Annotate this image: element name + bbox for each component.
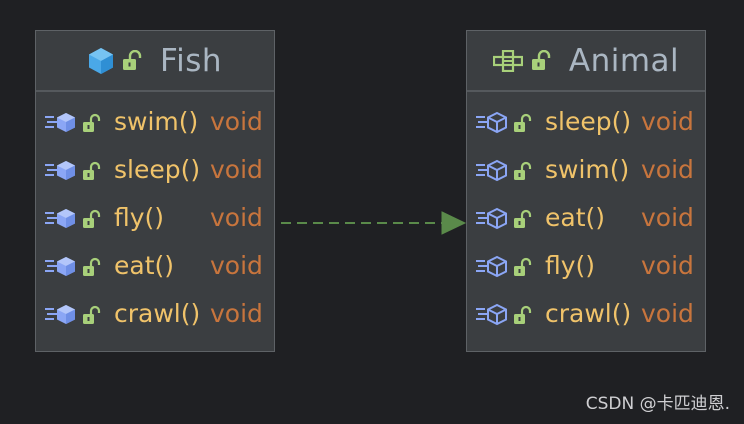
method-name: swim()	[114, 107, 199, 136]
abstract-method-icon	[476, 303, 532, 326]
fish-method-list: swim() void sleep() void fly() void eat(…	[36, 92, 274, 339]
fish-method-row[interactable]: eat() void	[36, 243, 274, 291]
method-icon	[45, 305, 101, 324]
animal-method-row[interactable]: fly() void	[467, 243, 705, 291]
method-return-type: void	[641, 107, 694, 136]
method-return-type: void	[641, 299, 694, 328]
method-return-type: void	[210, 251, 263, 280]
method-return-type: void	[210, 107, 263, 136]
fish-class-header: Fish	[36, 31, 274, 92]
method-icon	[45, 113, 101, 132]
method-name: swim()	[545, 155, 630, 184]
animal-interface-box[interactable]: Animal sleep() void swim() void eat() vo…	[466, 30, 706, 352]
method-name: fly()	[545, 251, 596, 280]
fish-class-box[interactable]: Fish swim() void sleep() void fly() void…	[35, 30, 275, 352]
fish-method-row[interactable]: crawl() void	[36, 291, 274, 339]
class-icon	[89, 47, 113, 74]
fish-method-row[interactable]: fly() void	[36, 195, 274, 243]
method-name: eat()	[545, 203, 606, 232]
method-name: crawl()	[545, 299, 632, 328]
animal-interface-header: Animal	[467, 31, 705, 92]
abstract-method-icon	[476, 159, 532, 182]
fish-method-row[interactable]: swim() void	[36, 99, 274, 147]
method-icon	[45, 257, 101, 276]
animal-method-list: sleep() void swim() void eat() void fly(…	[467, 92, 705, 339]
watermark: CSDN @卡匹迪恩.	[585, 394, 730, 414]
method-return-type: void	[641, 251, 694, 280]
method-name: sleep()	[114, 155, 201, 184]
fish-method-row[interactable]: sleep() void	[36, 147, 274, 195]
abstract-method-icon	[476, 207, 532, 230]
method-icon	[45, 209, 101, 228]
method-icon	[45, 161, 101, 180]
interface-icon	[492, 49, 523, 72]
animal-method-row[interactable]: swim() void	[467, 147, 705, 195]
unlock-icon	[123, 49, 142, 70]
animal-method-row[interactable]: sleep() void	[467, 99, 705, 147]
animal-method-row[interactable]: crawl() void	[467, 291, 705, 339]
hollow-triangle-arrowhead	[441, 211, 467, 235]
method-return-type: void	[210, 299, 263, 328]
animal-interface-title: Animal	[568, 42, 680, 79]
method-name: sleep()	[545, 107, 632, 136]
fish-class-title: Fish	[160, 42, 222, 79]
method-name: fly()	[114, 203, 165, 232]
method-name: eat()	[114, 251, 175, 280]
method-name: crawl()	[114, 299, 201, 328]
method-return-type: void	[210, 155, 263, 184]
abstract-method-icon	[476, 111, 532, 134]
method-return-type: void	[210, 203, 263, 232]
abstract-method-icon	[476, 255, 532, 278]
method-return-type: void	[641, 155, 694, 184]
animal-method-row[interactable]: eat() void	[467, 195, 705, 243]
method-return-type: void	[641, 203, 694, 232]
unlock-icon	[531, 49, 551, 70]
